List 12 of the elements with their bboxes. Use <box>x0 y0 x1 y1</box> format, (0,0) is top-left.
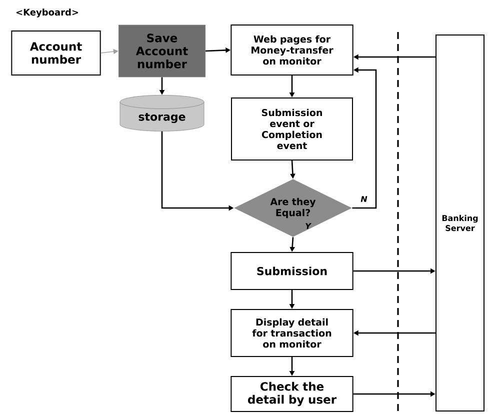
server-box: Banking Server <box>436 34 484 412</box>
process-box: Check the detail by user <box>230 376 354 412</box>
process-box: Submission event or Completion event <box>231 98 353 160</box>
edge-label: Y <box>306 223 312 229</box>
heading-label: <Keyboard> <box>16 8 78 18</box>
process-box: Web pages for Money-transfer on monitor <box>230 24 354 76</box>
process-box: Display detail for transaction on monitor <box>230 309 354 357</box>
process-box: Save Account number <box>118 24 206 78</box>
storage-cylinder: storage <box>120 94 204 132</box>
edge-label: N <box>360 196 368 202</box>
process-box: Account number <box>11 30 101 76</box>
process-box: Submission <box>230 252 354 290</box>
